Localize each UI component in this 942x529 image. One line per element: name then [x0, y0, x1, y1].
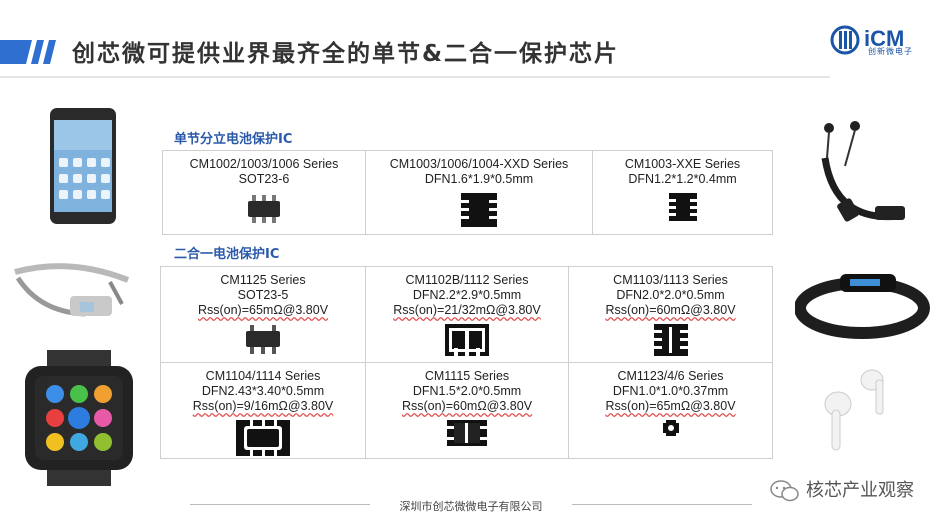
combo-protection-table: CM1125 Series SOT23-5 Rss(on)=65mΩ@3.80V…	[160, 266, 773, 459]
footer-divider-right	[572, 504, 752, 505]
product-cell: CM1002/1003/1006 Series SOT23-6	[162, 150, 366, 235]
product-cell: CM1003/1006/1004-XXD Series DFN1.6*1.9*0…	[365, 150, 593, 235]
dfn-square-chip-icon	[653, 324, 688, 356]
footer-divider-left	[190, 504, 370, 505]
product-package: DFN2.43*3.40*0.5mm	[201, 384, 325, 398]
neckband-earphones-image	[821, 121, 905, 222]
smartphone-image	[50, 108, 116, 224]
product-name: CM1003/1006/1004-XXD Series	[389, 157, 569, 171]
product-package: SOT23-6	[238, 172, 290, 186]
product-rss: Rss(on)=9/16mΩ@3.80V	[192, 399, 334, 413]
footer-company: 深圳市创芯微微电子有限公司	[399, 500, 543, 513]
product-package: DFN1.6*1.9*0.5mm	[424, 172, 534, 186]
watermark: 核芯产业观察	[770, 476, 914, 502]
title-stripes	[0, 40, 56, 64]
wechat-icon	[770, 480, 799, 502]
product-cell: CM1003-XXE Series DFN1.2*1.2*0.4mm	[592, 150, 773, 235]
dfn-flat-chip-icon	[236, 420, 290, 456]
dfn-tiny-chip-icon	[662, 420, 679, 436]
product-rss: Rss(on)=60mΩ@3.80V	[401, 399, 533, 413]
watermark-text: 核芯产业观察	[806, 480, 914, 501]
product-cell: CM1125 Series SOT23-5 Rss(on)=65mΩ@3.80V	[160, 266, 366, 363]
dfn-wide-chip-icon	[445, 324, 489, 356]
logo-subtitle: 创新微电子	[868, 47, 913, 56]
smart-glasses-image	[14, 263, 130, 317]
product-rss: Rss(on)=65mΩ@3.80V	[605, 399, 736, 413]
product-cell: CM1123/4/6 Series DFN1.0*1.0*0.37mm Rss(…	[568, 362, 773, 459]
product-package: DFN2.2*2.9*0.5mm	[412, 288, 522, 302]
wireless-earbuds-image	[824, 369, 884, 451]
fitness-band-image	[795, 274, 930, 339]
combo-section-heading: 二合一电池保护IC	[174, 247, 280, 262]
product-cell: CM1104/1114 Series DFN2.43*3.40*0.5mm Rs…	[160, 362, 366, 459]
company-logo	[830, 25, 930, 59]
dfn-mid-chip-icon	[447, 420, 487, 446]
product-package: DFN1.5*2.0*0.5mm	[412, 384, 522, 398]
product-name: CM1003-XXE Series	[624, 157, 741, 171]
product-name: CM1115 Series	[424, 369, 510, 383]
product-rss: Rss(on)=21/32mΩ@3.80V	[393, 303, 541, 317]
product-name: CM1104/1114 Series	[205, 369, 321, 383]
sot23-6-chip-icon	[248, 195, 280, 223]
logo-icon	[830, 25, 860, 55]
product-name: CM1123/4/6 Series	[617, 369, 724, 383]
logo-wordmark: iCM	[864, 26, 905, 51]
product-name: CM1002/1003/1006 Series	[189, 157, 339, 171]
product-package: DFN1.2*1.2*0.4mm	[628, 172, 737, 186]
product-package: DFN2.0*2.0*0.5mm	[616, 288, 725, 302]
product-package: SOT23-5	[237, 288, 289, 302]
dfn-small-chip-icon	[668, 193, 697, 221]
sot23-5-chip-icon	[246, 325, 280, 354]
product-cell: CM1103/1113 Series DFN2.0*2.0*0.5mm Rss(…	[568, 266, 773, 363]
product-rss: Rss(on)=65mΩ@3.80V	[197, 303, 329, 317]
product-name: CM1125 Series	[220, 273, 306, 287]
product-rss: Rss(on)=60mΩ@3.80V	[605, 303, 736, 317]
single-protection-table: CM1002/1003/1006 Series SOT23-6 CM1003/1…	[162, 150, 773, 235]
product-package: DFN1.0*1.0*0.37mm	[612, 384, 729, 398]
product-name: CM1102B/1112 Series	[405, 273, 529, 287]
smartwatch-image	[25, 350, 133, 486]
dfn-chip-icon	[461, 193, 497, 227]
product-cell: CM1115 Series DFN1.5*2.0*0.5mm Rss(on)=6…	[365, 362, 569, 459]
title-divider	[0, 76, 830, 78]
product-name: CM1103/1113 Series	[613, 273, 728, 287]
single-section-heading: 单节分立电池保护IC	[174, 132, 293, 147]
product-cell: CM1102B/1112 Series DFN2.2*2.9*0.5mm Rss…	[365, 266, 569, 363]
page-title: 创芯微可提供业界最齐全的单节&二合一保护芯片	[72, 41, 620, 67]
